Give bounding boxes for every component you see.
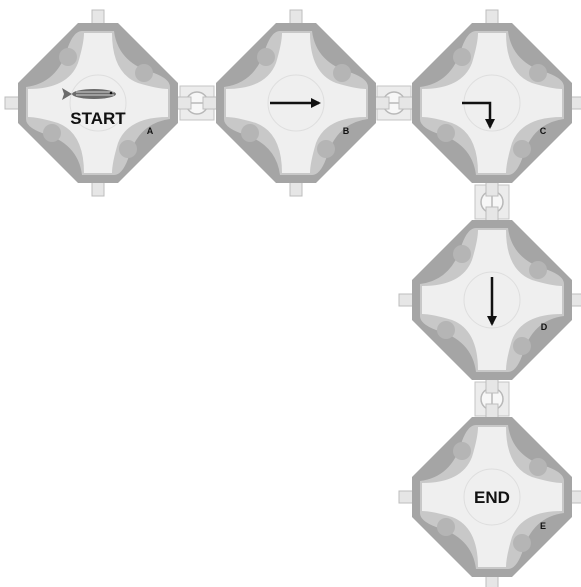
chamber-d: D [398,206,581,394]
start-label: START [70,109,126,128]
chamber-letter: D [541,322,548,332]
chamber-a: START A [4,9,192,197]
arrow-turn-down-icon [462,101,495,129]
chamber-letter: A [147,126,154,136]
chamber-letter: C [540,126,547,136]
chamber-b: B [202,9,390,197]
chamber-c: C [398,9,581,197]
chamber-e: END E [398,403,581,587]
zebrafish-icon [62,88,116,100]
chamber-letter: B [343,126,350,136]
end-label: END [474,488,510,507]
chamber-letter: E [540,521,546,531]
